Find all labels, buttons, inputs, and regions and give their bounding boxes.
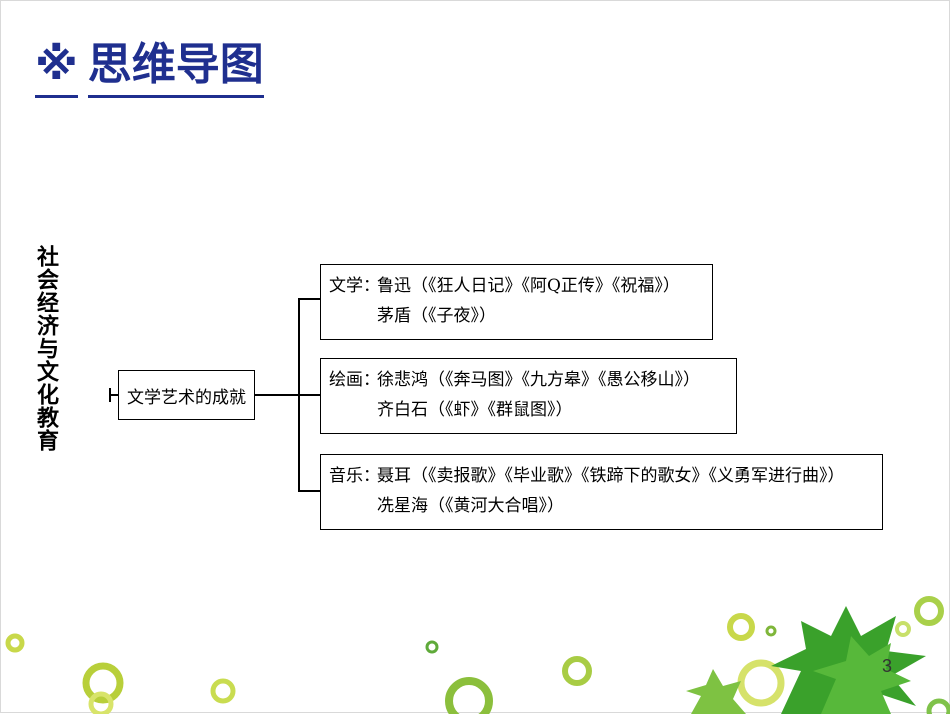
branch-line: 齐白石（《虾》《群鼠图》） <box>377 400 573 420</box>
ring-decoration <box>88 691 114 714</box>
branch-connector-3 <box>298 490 320 492</box>
title-reference-mark: ※ <box>35 37 78 98</box>
root-connector-line <box>255 394 298 396</box>
ring-decoration <box>82 662 124 704</box>
ring-decoration <box>914 596 944 626</box>
page-title: ※思维导图 <box>35 37 264 98</box>
maple-leaf-decoration <box>686 669 746 714</box>
ring-decoration <box>737 659 785 707</box>
ring-decoration <box>445 677 493 714</box>
title-text: 思维导图 <box>87 37 264 98</box>
page-number: 3 <box>882 656 893 676</box>
branch-painting: 绘画：徐悲鸿（《奔马图》《九方皋》《愚公移山》） 齐白石（《虾》《群鼠图》） <box>320 358 737 434</box>
branch-row: 音乐：聂耳（《卖报歌》《毕业歌》《铁蹄下的歌女》《义勇军进行曲》） <box>329 461 874 491</box>
ring-decoration <box>5 633 25 653</box>
branch-music: 音乐：聂耳（《卖报歌》《毕业歌》《铁蹄下的歌女》《义勇军进行曲》） 冼星海（《黄… <box>320 454 883 530</box>
branch-line: 鲁迅（《狂人日记》《阿Q正传》《祝福》） <box>377 276 680 296</box>
branch-row: 茅盾（《子夜》） <box>329 301 704 331</box>
branch-connector-1 <box>298 298 320 300</box>
maple-leaf-decoration <box>813 636 911 714</box>
branch-category: 音乐： <box>329 466 380 486</box>
ring-decoration <box>210 678 236 704</box>
branch-line: 聂耳（《卖报歌》《毕业歌》《铁蹄下的歌女》《义勇军进行曲》） <box>377 466 845 486</box>
branch-connector-2 <box>298 394 320 396</box>
branch-line: 茅盾（《子夜》） <box>377 306 496 326</box>
branch-row: 齐白石（《虾》《群鼠图》） <box>329 395 728 425</box>
branch-line: 徐悲鸿（《奔马图》《九方皋》《愚公移山》） <box>377 370 700 390</box>
branch-row: 绘画：徐悲鸿（《奔马图》《九方皋》《愚公移山》） <box>329 365 728 395</box>
ring-decoration <box>895 621 911 637</box>
branch-literature: 文学：鲁迅（《狂人日记》《阿Q正传》《祝福》） 茅盾（《子夜》） <box>320 264 713 340</box>
ring-decoration <box>562 656 592 686</box>
branch-category: 绘画： <box>329 370 380 390</box>
branch-row: 文学：鲁迅（《狂人日记》《阿Q正传》《祝福》） <box>329 271 704 301</box>
left-stub-tick <box>109 388 111 402</box>
branch-row: 冼星海（《黄河大合唱》） <box>329 491 874 521</box>
decorative-footer <box>5 596 950 714</box>
ring-decoration <box>926 698 950 714</box>
ring-decoration <box>765 625 777 637</box>
ring-decoration <box>425 640 439 654</box>
branch-category: 文学： <box>329 276 380 296</box>
left-stub-line <box>109 394 118 396</box>
vertical-topic-label: 社会经济与文化教育 <box>33 245 58 452</box>
mindmap-root-node: 文学艺术的成就 <box>118 370 255 420</box>
ring-decoration <box>727 613 755 641</box>
branch-line: 冼星海（《黄河大合唱》） <box>377 496 564 516</box>
